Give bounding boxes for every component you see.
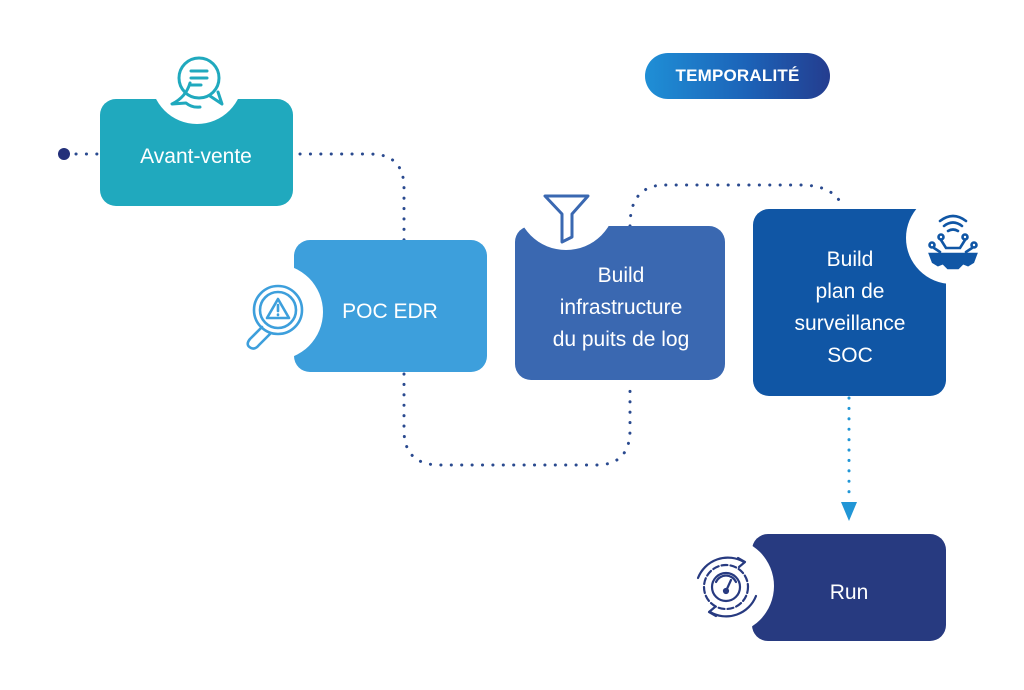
step-label: Build: [598, 264, 645, 287]
connector-infra-soc: [628, 183, 845, 228]
step-label: Run: [830, 581, 869, 604]
step-build-infra[interactable]: Build infrastructure du puits de log: [515, 194, 725, 380]
step-box: [515, 226, 725, 380]
step-build-soc[interactable]: Build plan de surveillance SOC: [753, 209, 978, 396]
step-label: SOC: [827, 344, 873, 367]
magnifier-warning-icon: [246, 284, 304, 350]
chat-bubbles-icon: [170, 56, 224, 109]
connector-avant-vente-poc: [298, 152, 406, 242]
step-poc-edr[interactable]: POC EDR: [246, 240, 487, 372]
step-label: POC EDR: [342, 300, 438, 323]
funnel-icon: [543, 194, 590, 244]
step-label: surveillance: [795, 312, 906, 335]
gear-gauge-cycle-icon: [696, 556, 758, 618]
step-box: [294, 240, 487, 372]
badge-label: TEMPORALITÉ: [675, 66, 800, 85]
step-label: plan de: [816, 280, 885, 303]
step-box: [753, 209, 946, 396]
temporalite-badge: TEMPORALITÉ: [645, 53, 830, 99]
connectors: [58, 148, 857, 521]
step-run[interactable]: Run: [696, 534, 946, 641]
step-label: Avant-vente: [140, 145, 252, 168]
step-box: [752, 534, 946, 641]
start-dot: [58, 148, 70, 160]
arrow-head-icon: [841, 502, 857, 521]
connector-poc-infra: [402, 372, 632, 467]
step-label: infrastructure: [560, 296, 683, 319]
step-label: Build: [827, 248, 874, 271]
gear-network-icon: [928, 214, 978, 270]
step-avant-vente[interactable]: Avant-vente: [100, 56, 293, 206]
step-box: [100, 99, 293, 206]
step-label: du puits de log: [553, 328, 690, 351]
